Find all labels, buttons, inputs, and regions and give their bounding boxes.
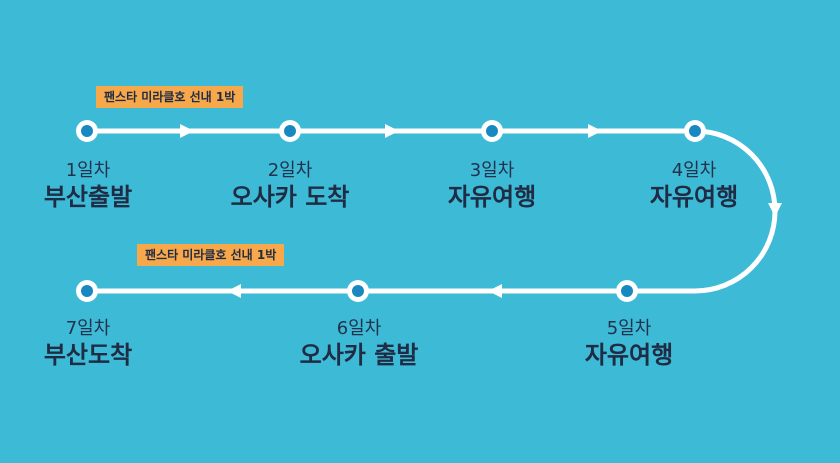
place-label: 오사카 출발 bbox=[299, 341, 419, 369]
arrow-down-icon bbox=[768, 203, 782, 217]
place-label: 오사카 도착 bbox=[230, 183, 350, 211]
stop-day3: 3일차 자유여행 bbox=[407, 160, 577, 212]
place-label: 자유여행 bbox=[584, 341, 674, 369]
stop-marker-day6 bbox=[347, 280, 369, 302]
stop-day1: 1일차 부산출발 bbox=[3, 160, 173, 212]
day-label: 3일차 bbox=[469, 160, 515, 181]
stop-day2: 2일차 오사카 도착 bbox=[205, 160, 375, 212]
stop-day4: 4일차 자유여행 bbox=[609, 160, 779, 212]
arrow-right-icon bbox=[180, 124, 194, 138]
stop-marker-day4 bbox=[684, 120, 706, 142]
stop-day5: 5일차 자유여행 bbox=[544, 318, 714, 370]
arrow-right-icon bbox=[588, 124, 602, 138]
arrow-left-icon bbox=[227, 284, 241, 298]
place-label: 자유여행 bbox=[649, 183, 739, 211]
place-label: 자유여행 bbox=[447, 183, 537, 211]
day-label: 4일차 bbox=[671, 160, 717, 181]
stop-marker-day5 bbox=[616, 280, 638, 302]
day-label: 2일차 bbox=[267, 160, 313, 181]
stop-marker-day2 bbox=[279, 120, 301, 142]
place-label: 부산도착 bbox=[43, 341, 133, 369]
day-label: 5일차 bbox=[606, 318, 652, 339]
stop-day7: 7일차 부산도착 bbox=[3, 318, 173, 370]
stop-marker-day3 bbox=[481, 120, 503, 142]
stop-day6: 6일차 오사카 출발 bbox=[274, 318, 444, 370]
day-label: 7일차 bbox=[65, 318, 111, 339]
day-label: 6일차 bbox=[336, 318, 382, 339]
arrow-right-icon bbox=[385, 124, 399, 138]
ferry-tag: 팬스타 미라클호 선내 1박 bbox=[137, 244, 285, 266]
stop-marker-day7 bbox=[76, 280, 98, 302]
day-label: 1일차 bbox=[65, 160, 111, 181]
ferry-tag: 팬스타 미라클호 선내 1박 bbox=[96, 86, 244, 108]
arrow-left-icon bbox=[488, 284, 502, 298]
stop-marker-day1 bbox=[76, 120, 98, 142]
place-label: 부산출발 bbox=[43, 183, 133, 211]
